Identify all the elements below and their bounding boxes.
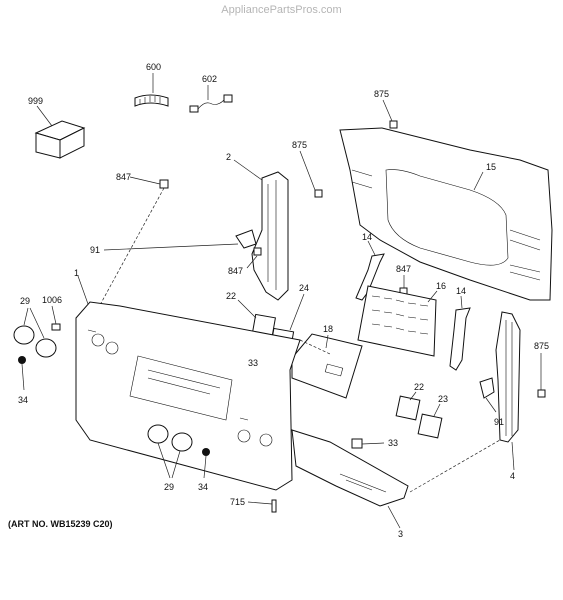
label-1: 1 [74, 268, 79, 278]
label-999: 999 [28, 96, 43, 106]
part-1006-spring [51, 323, 61, 331]
part-602-wire [189, 94, 233, 113]
label-847-a: 847 [116, 172, 131, 182]
label-24: 24 [299, 283, 309, 293]
art-number: (ART NO. WB15239 C20) [8, 519, 113, 529]
label-18: 18 [323, 324, 333, 334]
part-16-control-board [357, 285, 437, 357]
part-4-right-bracket [495, 311, 521, 443]
part-91-clip-b [479, 377, 495, 399]
label-23: 23 [438, 394, 448, 404]
part-22-switch-b [395, 395, 421, 421]
label-875-a: 875 [374, 89, 389, 99]
label-14-b: 14 [456, 286, 466, 296]
label-91-a: 91 [90, 245, 100, 255]
label-715: 715 [230, 497, 245, 507]
label-22-a: 22 [226, 291, 236, 301]
label-16: 16 [436, 281, 446, 291]
part-875-screw-b [314, 189, 323, 198]
label-29-b: 29 [164, 482, 174, 492]
part-2-left-bracket [235, 171, 289, 301]
label-34-a: 34 [18, 395, 28, 405]
part-847-screw-b [253, 247, 262, 256]
part-999-box [34, 120, 86, 159]
part-3-bottom-trim [291, 429, 409, 507]
label-33-a: 33 [248, 358, 258, 368]
label-91-b: 91 [494, 417, 504, 427]
part-34-bumper-b [202, 448, 210, 456]
part-715-screw [271, 499, 277, 513]
label-29-a: 29 [20, 296, 30, 306]
label-2: 2 [226, 152, 231, 162]
label-875-b: 875 [292, 140, 307, 150]
part-875-screw-a [389, 120, 398, 129]
label-847-c: 847 [396, 264, 411, 274]
label-875-c: 875 [534, 341, 549, 351]
label-22-b: 22 [414, 382, 424, 392]
part-600-harness [134, 94, 169, 107]
watermark: AppliancePartsPros.com [221, 4, 342, 16]
label-600: 600 [146, 62, 161, 72]
label-602: 602 [202, 74, 217, 84]
part-23-switch [417, 413, 443, 439]
part-14-strap-left [355, 253, 385, 301]
part-14-strap-right [449, 307, 471, 371]
label-4: 4 [510, 471, 515, 481]
part-29-knob-a2 [35, 338, 57, 358]
label-847-b: 847 [228, 266, 243, 276]
label-1006: 1006 [42, 295, 62, 305]
label-15: 15 [486, 162, 496, 172]
label-3: 3 [398, 529, 403, 539]
part-15-rear-panel [339, 127, 553, 301]
part-34-bumper-a [18, 356, 26, 364]
part-1-control-panel [75, 301, 301, 491]
part-29-knob-b1 [147, 424, 169, 444]
part-847-screw-a [159, 179, 169, 189]
label-33-b: 33 [388, 438, 398, 448]
part-33-clip-b [351, 438, 363, 449]
part-18-display-overlay [291, 333, 363, 399]
part-875-screw-c [537, 389, 546, 398]
part-29-knob-a1 [13, 325, 35, 345]
part-29-knob-b2 [171, 432, 193, 452]
label-34-b: 34 [198, 482, 208, 492]
label-14-a: 14 [362, 232, 372, 242]
